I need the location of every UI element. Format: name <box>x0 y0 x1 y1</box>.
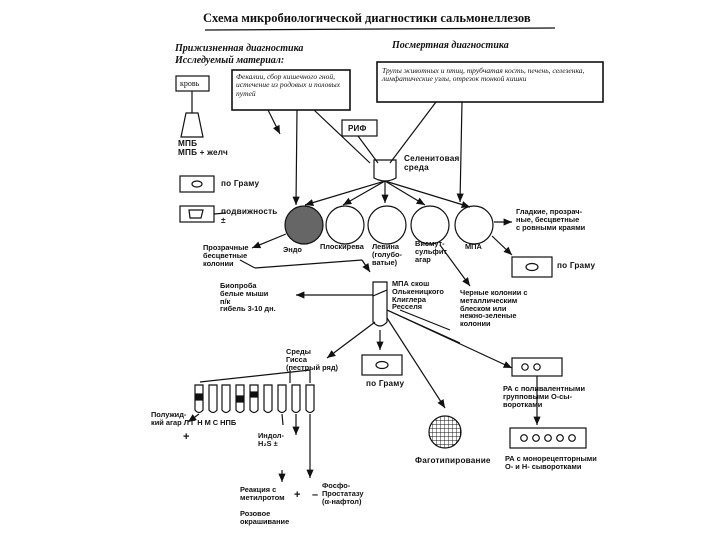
blood-label: кровь <box>180 79 200 88</box>
ra-mono-label: РА с монорецепторными О- и Н- сывороткам… <box>505 454 597 471</box>
diagram-title: Схема микробиологической диагностики сал… <box>203 11 531 25</box>
gram-slide-1 <box>179 175 215 193</box>
gram-slide-3 <box>361 354 403 376</box>
slant-label: МПА скош Олькеницкого Клиглера Ресселя <box>392 279 444 312</box>
feces-label: Фекалии, сбор кишечного гной, истечение … <box>236 72 341 98</box>
hiss-tubes <box>194 384 315 414</box>
motility-label: подвижность ± <box>221 207 278 225</box>
selenite-tube <box>373 159 397 182</box>
gram-label-1: по Граму <box>221 179 260 188</box>
colonies-right-label: Гладкие, прозрач- ные, бесцветные с ровн… <box>516 207 586 232</box>
phosph-sign: – <box>312 489 319 501</box>
media-bismuth: Висмут- сульфит агар <box>415 239 447 264</box>
plate-ploskireva <box>325 205 365 245</box>
postmortem-heading: Посмертная диагностика <box>392 40 509 51</box>
media-label: МПБ МПБ + желч <box>178 139 228 157</box>
feces-box <box>231 69 351 111</box>
methyl-sign: + <box>294 489 301 501</box>
rif-label: РИФ <box>348 124 367 133</box>
ra-mono-slide <box>509 427 587 449</box>
plate-levina <box>367 205 407 245</box>
plate-mpa <box>454 205 494 245</box>
intravital-heading: Прижизненная диагностика <box>175 43 304 54</box>
ra-poly-slide <box>511 357 563 377</box>
hiss-plus: + <box>183 431 190 443</box>
phage-label: Фаготипирование <box>415 456 491 465</box>
gram-slide-2 <box>511 256 553 278</box>
hiss-row-label: Полужид- кий агар Л Г Н М С НПБ <box>151 410 237 427</box>
biopsy-label: Биопроба белые мыши п/к гибель 3-10 дн. <box>220 281 276 314</box>
postmortem-material: Трупы животных и птиц, трубчатая кость, … <box>382 66 585 84</box>
phage-plate <box>428 415 462 449</box>
vp-label: Розовое окрашивание <box>240 509 290 526</box>
postmortem-box <box>376 61 604 103</box>
colonies-black-label: Черные колонии с металлическим блеском и… <box>460 288 528 329</box>
slant-tube <box>372 281 388 327</box>
colonies-left-label: Прозрачные бесцветные колонии <box>203 243 249 268</box>
rif-box <box>341 119 378 137</box>
media-levina: Левина (голубо- ватые) <box>372 242 403 267</box>
methyl-label: Реакция с метилротом <box>240 485 285 502</box>
media-ploskireva: Плоскирева <box>320 242 364 251</box>
plate-endo <box>284 205 324 245</box>
ra-poly-label: РА с поливалентными групповыми О-сы- вор… <box>503 384 585 409</box>
media-endo: Эндо <box>283 245 302 254</box>
media-mpa: МПА <box>465 242 482 251</box>
title-underline <box>204 27 556 31</box>
motility-slide <box>179 205 215 223</box>
gram-label-2: по Граму <box>557 261 596 270</box>
material-label: Исследуемый материал: <box>175 55 285 66</box>
hiss-label: Среды Гисса (пестрый ряд) <box>286 347 338 372</box>
selenite-label: Селенитовая среда <box>404 154 460 172</box>
culture-flask <box>180 112 204 138</box>
gram-label-3: по Граму <box>366 379 405 388</box>
plate-bismuth <box>410 205 450 245</box>
phosph-label: Фосфо- Простатазу (α-нафтол) <box>322 481 364 506</box>
indole-label: Индол- H₂S ± <box>258 431 284 448</box>
